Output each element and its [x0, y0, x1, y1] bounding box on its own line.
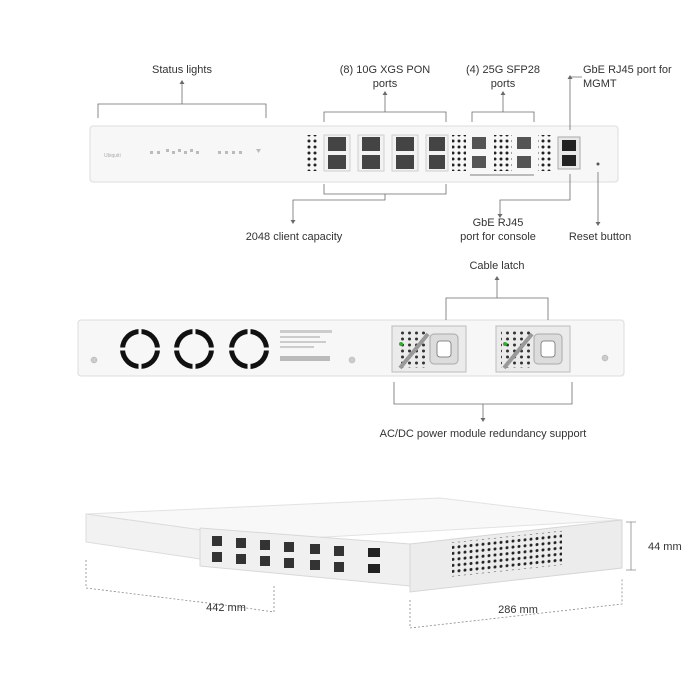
- power-module-1: [391, 325, 467, 373]
- dimension-lines: [85, 521, 636, 629]
- iso-ports: [212, 536, 380, 573]
- rear-chassis: [77, 319, 625, 377]
- iso-side-vent: [452, 530, 562, 577]
- vent-right: [538, 135, 552, 171]
- vent-middle: [452, 135, 466, 171]
- height-dimension-label: 44 mm: [648, 541, 682, 553]
- status-lights: [150, 149, 261, 154]
- pon-ports-label-line1: (8) 10G XGS PON: [339, 64, 431, 76]
- isometric-view: [85, 497, 636, 629]
- regulatory-label: [280, 330, 332, 361]
- power-module-2: [495, 325, 571, 373]
- sfp28-label-line2: ports: [490, 78, 516, 90]
- reset-button: [596, 162, 600, 166]
- depth-dimension-label: 286 mm: [498, 604, 538, 616]
- sfp28-ports: [470, 135, 534, 176]
- front-panel: Ubiquiti: [89, 75, 619, 226]
- status-lights-label: Status lights: [152, 64, 212, 76]
- mgmt-label-line2: MGMT: [583, 78, 617, 90]
- front-callout-arrows: [179, 75, 601, 226]
- power-redundancy-label: AC/DC power module redundancy support: [379, 428, 587, 440]
- pon-ports: [323, 134, 449, 172]
- pon-ports-label-line2: ports: [372, 78, 398, 90]
- console-label-line2: port for console: [460, 231, 536, 243]
- width-dimension-label: 442 mm: [206, 602, 246, 614]
- mgmt-label-line1: GbE RJ45 port for: [583, 64, 672, 76]
- logo: Ubiquiti: [104, 153, 121, 159]
- rj45-ports: [557, 136, 581, 170]
- cable-latch-label: Cable latch: [469, 260, 525, 272]
- rear-panel: [77, 276, 625, 422]
- fans: [120, 329, 269, 369]
- sfp28-label-line1: (4) 25G SFP28: [466, 64, 540, 76]
- rear-callouts: [393, 278, 573, 420]
- console-label-line1: GbE RJ45: [472, 217, 524, 229]
- client-capacity-label: 2048 client capacity: [245, 231, 343, 243]
- reset-button-label: Reset button: [568, 231, 632, 243]
- vent-left: [305, 135, 319, 171]
